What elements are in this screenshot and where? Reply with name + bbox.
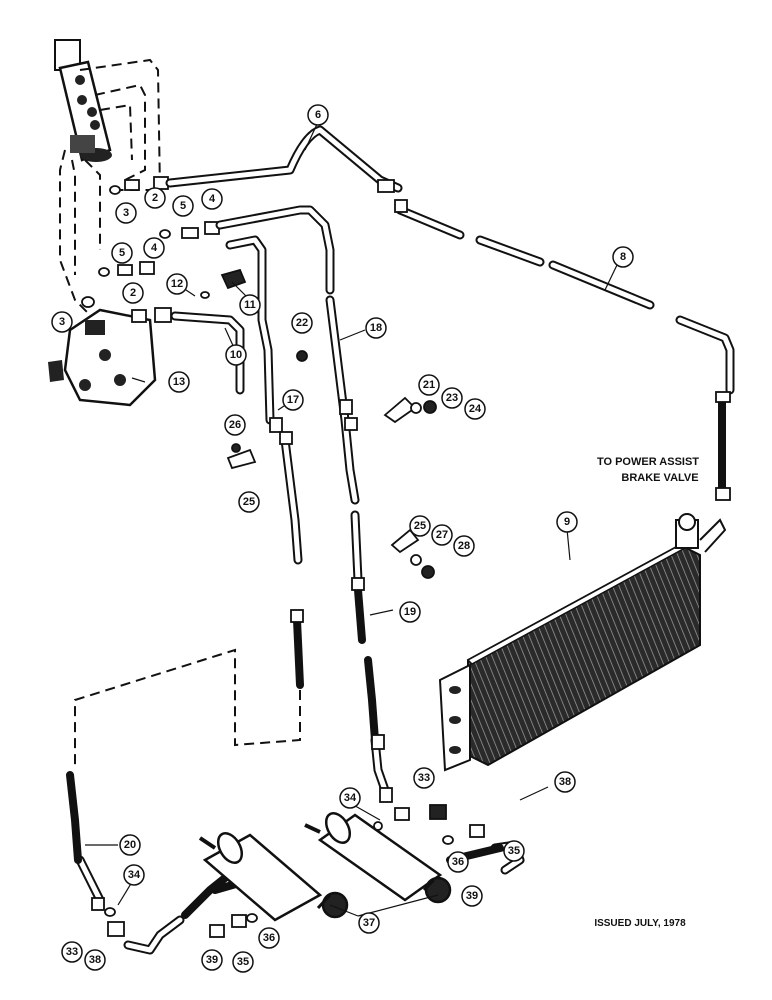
svg-text:24: 24 bbox=[469, 403, 482, 415]
svg-text:37: 37 bbox=[363, 917, 375, 929]
callout-39b: 39 bbox=[201, 949, 223, 971]
callout-3b: 3 bbox=[51, 311, 73, 333]
svg-text:13: 13 bbox=[173, 376, 185, 388]
callout-6: 6 bbox=[307, 104, 329, 126]
svg-text:2: 2 bbox=[152, 192, 158, 204]
svg-text:12: 12 bbox=[171, 278, 183, 290]
steering-control-unit bbox=[54, 39, 112, 162]
callout-3a: 3 bbox=[115, 202, 137, 224]
callout-27: 27 bbox=[431, 524, 453, 546]
callout-38a: 38 bbox=[554, 771, 576, 793]
callout-35a: 35 bbox=[503, 840, 525, 862]
steering-cylinders bbox=[198, 812, 452, 922]
callout-12: 12 bbox=[166, 273, 188, 295]
callout-28: 28 bbox=[453, 535, 475, 557]
svg-text:21: 21 bbox=[423, 379, 435, 391]
svg-text:38: 38 bbox=[89, 954, 101, 966]
callouts: 6 2 3 5 4 5 4 12 11 2 3 10 22 18 13 21 2… bbox=[51, 104, 634, 973]
svg-text:36: 36 bbox=[263, 932, 275, 944]
svg-text:35: 35 bbox=[508, 845, 520, 857]
fittings-upper bbox=[81, 176, 220, 323]
callout-26: 26 bbox=[224, 414, 246, 436]
callout-33a: 33 bbox=[413, 767, 435, 789]
svg-text:17: 17 bbox=[287, 394, 299, 406]
note-line-2: BRAKE VALVE bbox=[621, 472, 698, 484]
svg-text:5: 5 bbox=[119, 247, 125, 259]
svg-text:11: 11 bbox=[244, 299, 256, 311]
svg-text:35: 35 bbox=[237, 956, 249, 968]
callout-11: 11 bbox=[239, 294, 261, 316]
callout-20: 20 bbox=[119, 834, 141, 856]
callout-13: 13 bbox=[168, 371, 190, 393]
svg-text:18: 18 bbox=[370, 322, 382, 334]
cylinder-fittings bbox=[104, 804, 485, 937]
svg-text:26: 26 bbox=[229, 419, 241, 431]
callout-17: 17 bbox=[282, 389, 304, 411]
callout-5b: 5 bbox=[111, 242, 133, 264]
callout-9: 9 bbox=[556, 511, 578, 533]
svg-text:4: 4 bbox=[151, 242, 158, 254]
svg-text:9: 9 bbox=[564, 516, 570, 528]
svg-text:19: 19 bbox=[404, 606, 416, 618]
callout-2a: 2 bbox=[144, 187, 166, 209]
callout-4b: 4 bbox=[143, 237, 165, 259]
svg-text:22: 22 bbox=[296, 317, 308, 329]
svg-text:4: 4 bbox=[209, 193, 216, 205]
callout-19: 19 bbox=[399, 601, 421, 623]
svg-text:27: 27 bbox=[436, 529, 448, 541]
svg-text:25: 25 bbox=[414, 520, 426, 532]
issued-date: ISSUED JULY, 1978 bbox=[594, 918, 686, 929]
callout-4a: 4 bbox=[201, 188, 223, 210]
hose-end-fittings bbox=[91, 179, 731, 938]
svg-text:2: 2 bbox=[130, 287, 136, 299]
svg-text:25: 25 bbox=[243, 496, 255, 508]
callout-18: 18 bbox=[365, 317, 387, 339]
svg-text:33: 33 bbox=[418, 772, 430, 784]
callout-22: 22 bbox=[291, 312, 313, 334]
svg-text:5: 5 bbox=[180, 200, 186, 212]
callout-33b: 33 bbox=[61, 941, 83, 963]
svg-text:3: 3 bbox=[123, 207, 129, 219]
callout-36b: 36 bbox=[258, 927, 280, 949]
svg-text:20: 20 bbox=[124, 839, 136, 851]
note-line-1: TO POWER ASSIST bbox=[597, 456, 699, 468]
callout-37: 37 bbox=[358, 912, 380, 934]
svg-text:39: 39 bbox=[466, 890, 478, 902]
svg-text:6: 6 bbox=[315, 109, 321, 121]
oil-cooler bbox=[438, 513, 727, 772]
callout-36a: 36 bbox=[447, 851, 469, 873]
callout-2b: 2 bbox=[122, 282, 144, 304]
dashed-connection-paths bbox=[59, 58, 301, 770]
svg-text:3: 3 bbox=[59, 316, 65, 328]
svg-text:34: 34 bbox=[128, 869, 141, 881]
svg-text:36: 36 bbox=[452, 856, 464, 868]
callout-34b: 34 bbox=[123, 864, 145, 886]
callout-23: 23 bbox=[441, 387, 463, 409]
svg-text:34: 34 bbox=[344, 792, 357, 804]
callout-8: 8 bbox=[612, 246, 634, 268]
clamps-hardware bbox=[220, 268, 437, 579]
svg-text:10: 10 bbox=[230, 349, 242, 361]
leader-lines bbox=[85, 121, 618, 917]
callout-21: 21 bbox=[418, 374, 440, 396]
svg-text:28: 28 bbox=[458, 540, 470, 552]
callout-38b: 38 bbox=[84, 949, 106, 971]
svg-text:38: 38 bbox=[559, 776, 571, 788]
callout-10: 10 bbox=[225, 344, 247, 366]
callout-35b: 35 bbox=[232, 951, 254, 973]
svg-text:23: 23 bbox=[446, 392, 458, 404]
svg-text:39: 39 bbox=[206, 954, 218, 966]
svg-text:33: 33 bbox=[66, 946, 78, 958]
callout-34a: 34 bbox=[339, 787, 361, 809]
callout-24: 24 bbox=[464, 398, 486, 420]
svg-text:8: 8 bbox=[620, 251, 626, 263]
control-valve bbox=[48, 308, 157, 407]
callout-39a: 39 bbox=[461, 885, 483, 907]
callout-25b: 25 bbox=[409, 515, 431, 537]
callout-5a: 5 bbox=[172, 195, 194, 217]
callout-25a: 25 bbox=[238, 491, 260, 513]
